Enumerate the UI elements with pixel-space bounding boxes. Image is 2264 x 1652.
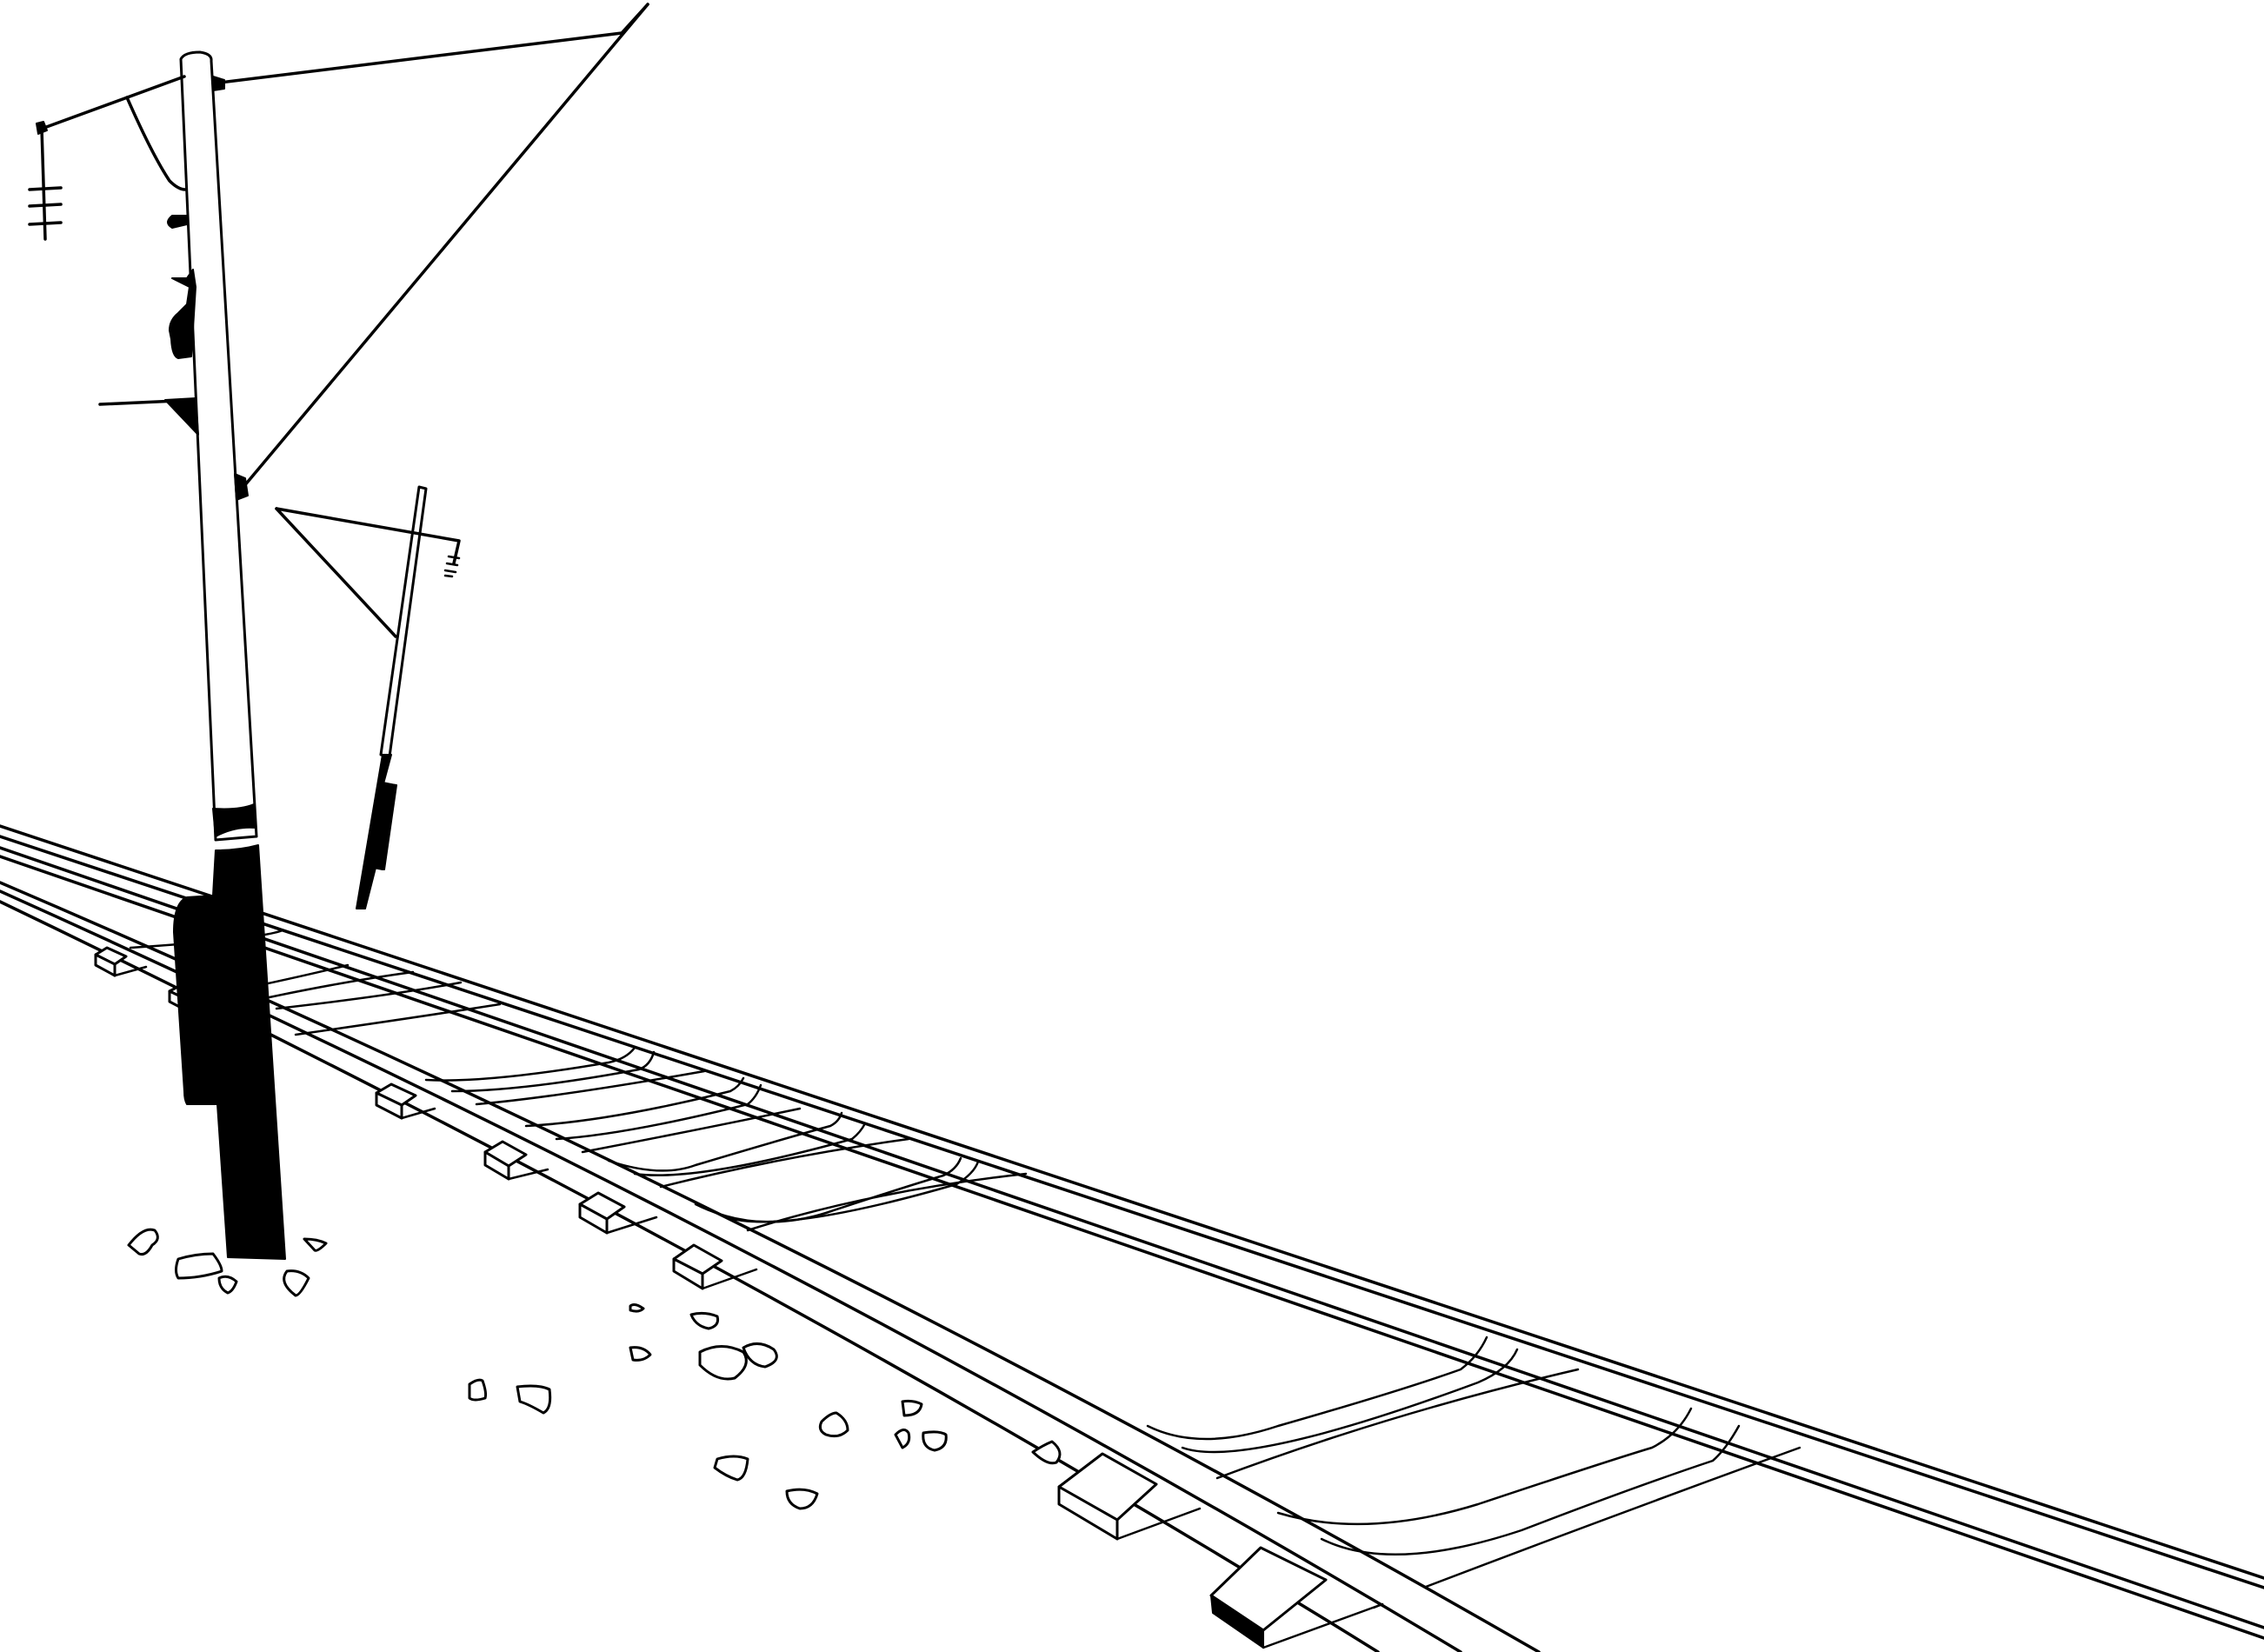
catenary-mast (164, 50, 286, 1260)
gravel-stones (127, 1228, 1062, 1510)
cantilever-arms (28, 3, 649, 501)
sleeper-3 (375, 1046, 706, 1120)
sleeper-8 (1209, 1407, 1801, 1649)
sleeper-6 (672, 1156, 1028, 1290)
sleeper-5 (578, 1111, 910, 1235)
sleeper-4 (483, 1076, 802, 1181)
right-rail (0, 824, 2264, 1640)
secondary-mast (275, 485, 461, 909)
sleeper-7 (1057, 1336, 1580, 1541)
